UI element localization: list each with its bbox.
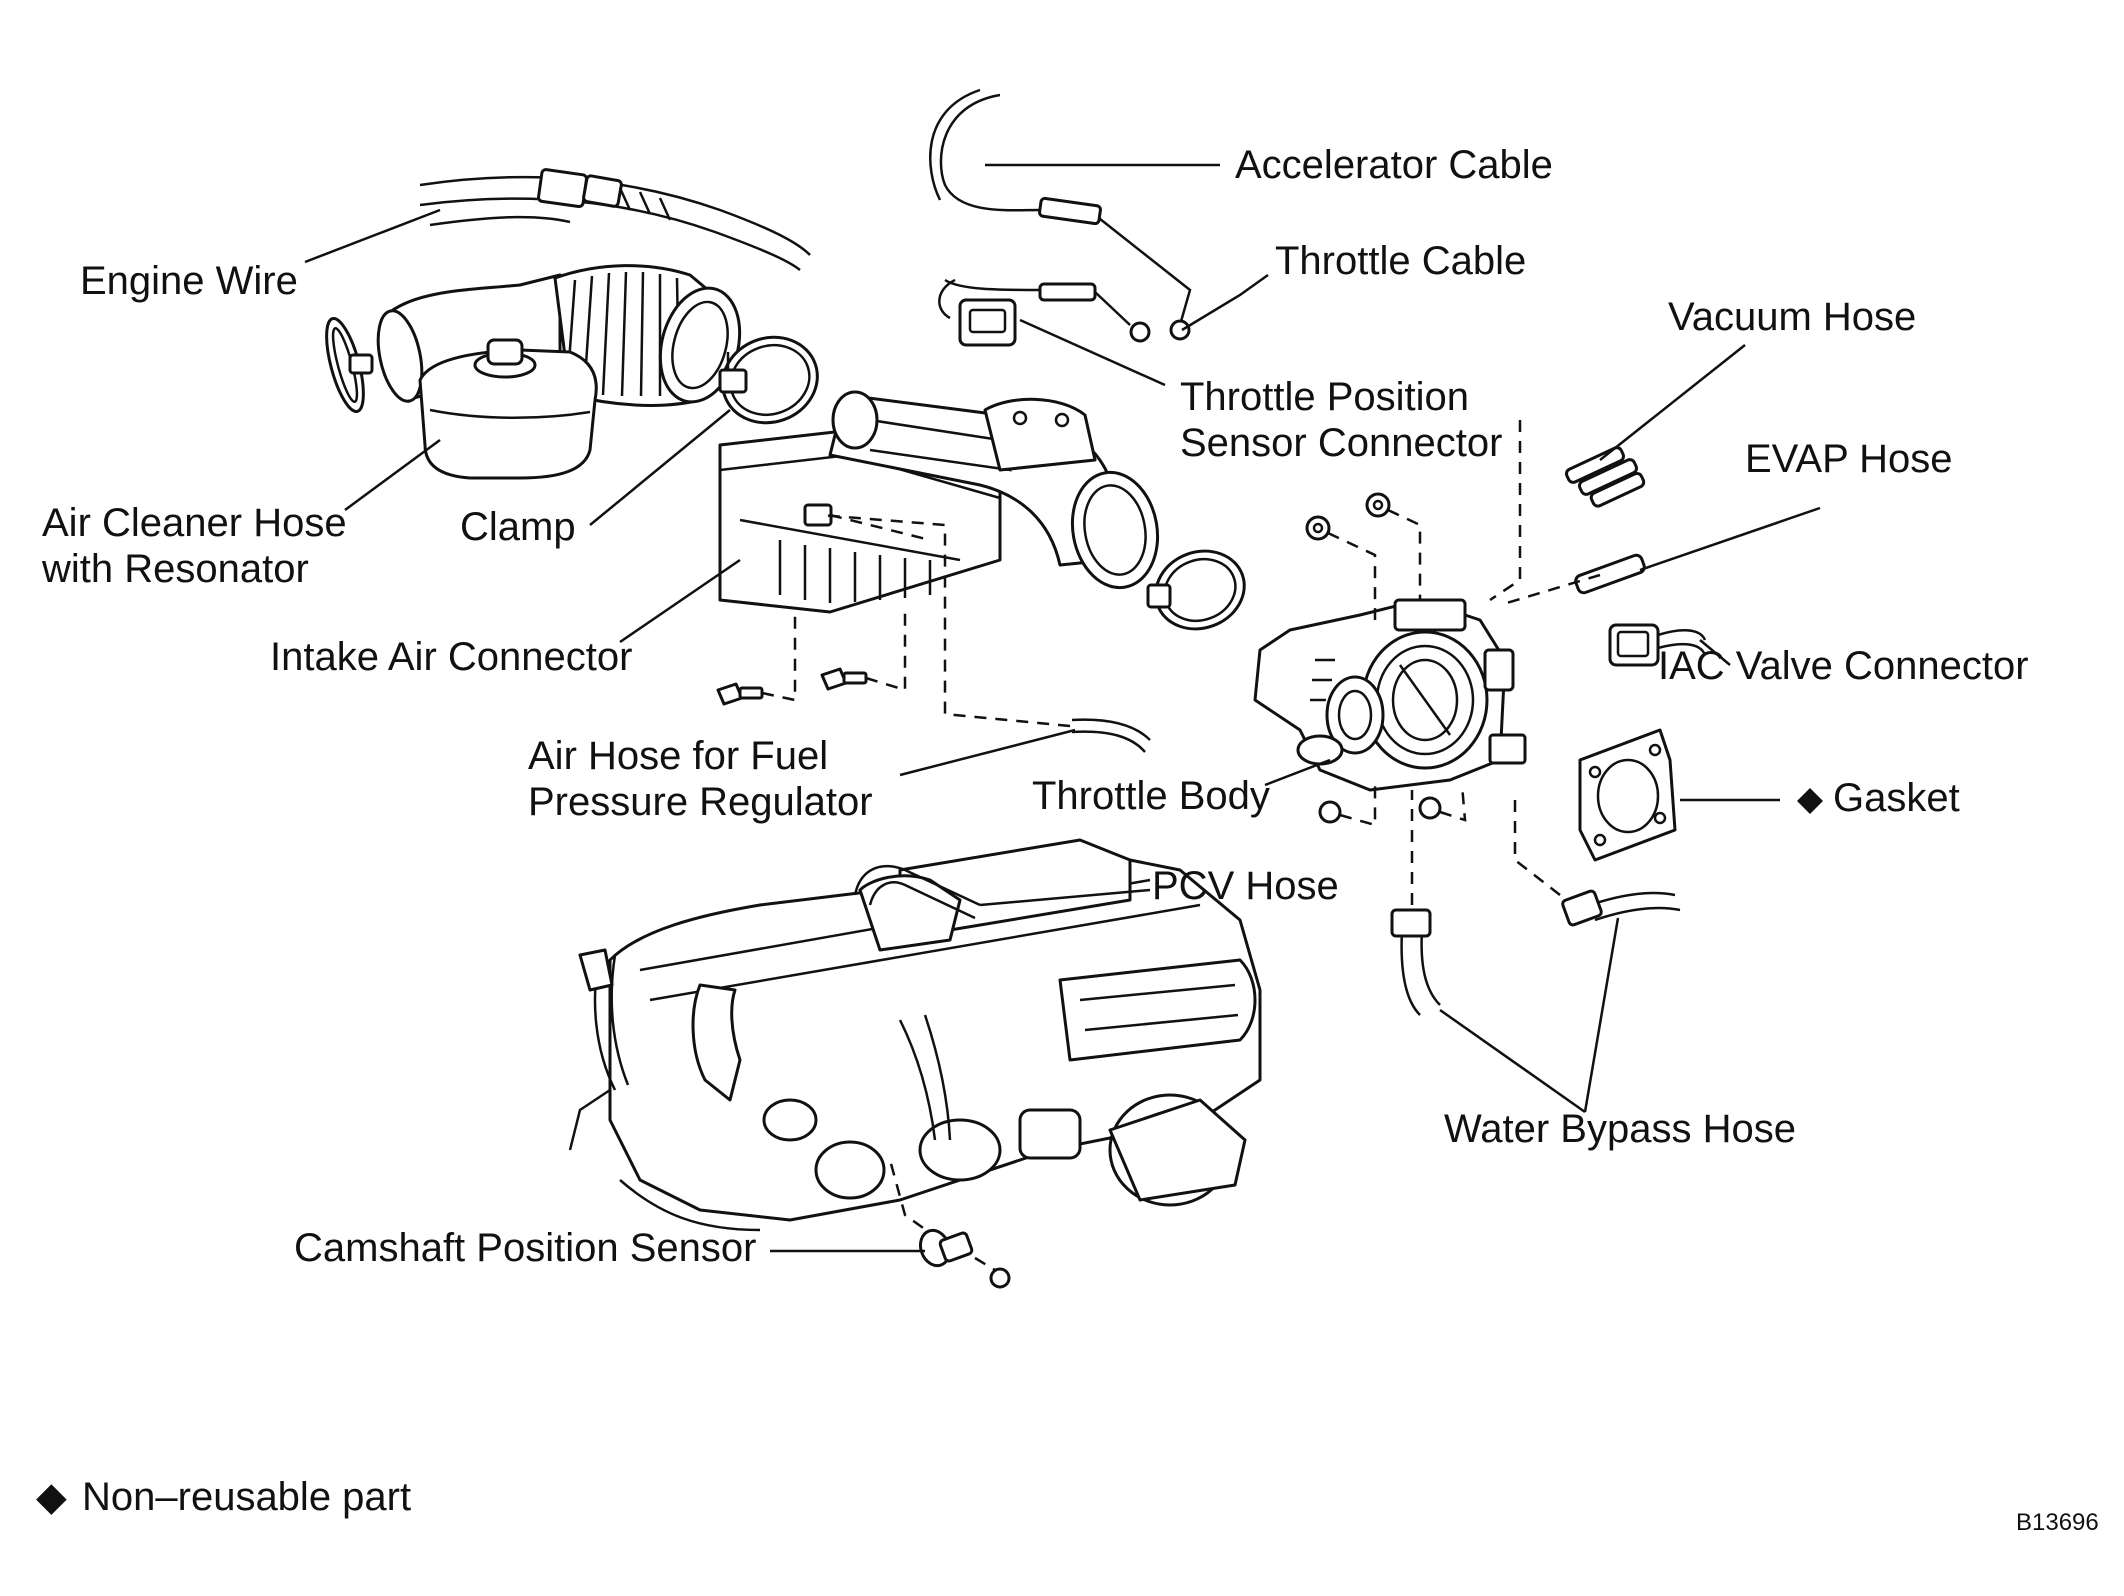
legend-text: Non–reusable part xyxy=(82,1475,412,1519)
iac-valve-connector xyxy=(1608,623,1707,667)
label-air-cleaner-hose-line1: Air Cleaner Hose xyxy=(42,501,347,545)
vacuum-hose-pieces xyxy=(1564,446,1646,508)
label-gasket: Gasket xyxy=(1833,776,1960,820)
throttle-body-fasteners xyxy=(1305,420,1601,896)
pcv-hose xyxy=(853,864,981,920)
label-throttle-body: Throttle Body xyxy=(1032,774,1270,818)
label-clamp: Clamp xyxy=(460,505,576,549)
label-water-bypass-hose: Water Bypass Hose xyxy=(1444,1107,1796,1151)
gasket-non-reusable-marker xyxy=(1797,788,1823,814)
leader-lines xyxy=(304,163,1821,1253)
tps-connector xyxy=(938,278,1017,347)
label-iac-valve-connector: IAC Valve Connector xyxy=(1658,644,2029,688)
evap-hose-piece xyxy=(1574,553,1646,595)
gasket xyxy=(1578,728,1677,862)
label-evap-hose: EVAP Hose xyxy=(1745,437,1953,481)
label-vacuum-hose: Vacuum Hose xyxy=(1668,295,1917,339)
camshaft-position-sensor-part xyxy=(918,1228,1011,1289)
figure-code: B13696 xyxy=(2016,1509,2099,1536)
label-air-hose-line1: Air Hose for Fuel xyxy=(528,734,829,778)
label-throttle-cable: Throttle Cable xyxy=(1275,239,1527,283)
clamp-upper xyxy=(718,335,819,425)
throttle-body xyxy=(1253,598,1527,792)
label-air-cleaner-hose-line2: with Resonator xyxy=(42,547,309,591)
label-tps-connector-line1: Throttle Position xyxy=(1180,375,1470,419)
label-pcv-hose: PCV Hose xyxy=(1152,864,1339,908)
label-accelerator-cable: Accelerator Cable xyxy=(1235,143,1553,187)
label-intake-air-connector: Intake Air Connector xyxy=(270,635,633,679)
clamp-lower xyxy=(1146,549,1246,631)
engine-wire-harness xyxy=(419,168,811,271)
engine-block xyxy=(568,838,1262,1242)
label-air-hose-line2: Pressure Regulator xyxy=(528,780,873,824)
air-cleaner-hose-with-resonator xyxy=(325,264,742,480)
label-tps-connector-line2: Sensor Connector xyxy=(1180,421,1503,465)
water-bypass-hoses xyxy=(1390,790,1681,1016)
label-camshaft-position-sensor: Camshaft Position Sensor xyxy=(294,1226,757,1270)
air-hose-fuel-pressure-regulator xyxy=(819,513,1151,753)
legend-symbol: ◆ xyxy=(36,1475,67,1519)
label-engine-wire: Engine Wire xyxy=(80,259,298,303)
intake-bolts xyxy=(716,610,907,706)
intake-air-connector xyxy=(718,390,1160,614)
